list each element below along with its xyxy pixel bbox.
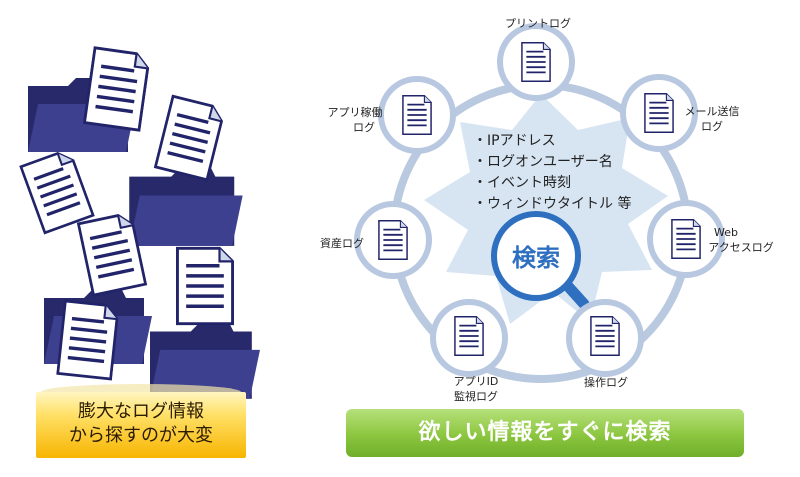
node-label: 操作ログ xyxy=(584,375,628,389)
magnifier-icon: 検索 xyxy=(491,211,590,310)
node-asset: 資産ログ xyxy=(320,201,432,279)
attribute-ip: ・IPアドレス xyxy=(473,133,556,149)
node-label: ログ xyxy=(701,119,723,133)
solution-banner-text: 欲しい情報をすぐに検索 xyxy=(418,420,672,445)
attribute-user: ・ログオンユーザー名 xyxy=(473,154,613,170)
document-icon xyxy=(671,219,701,259)
document-icon xyxy=(176,246,234,326)
attribute-time: ・イベント時刻 xyxy=(473,175,571,191)
node-mail: メール送信 ログ xyxy=(620,74,740,152)
node-operation: 操作ログ xyxy=(566,299,644,389)
node-label: Web xyxy=(714,226,738,239)
document-pile xyxy=(19,46,260,399)
node-appid: アプリID 監視ログ xyxy=(430,299,508,403)
document-icon xyxy=(82,46,152,132)
document-icon xyxy=(402,95,432,135)
solution-banner: 欲しい情報をすぐに検索 xyxy=(346,409,744,457)
node-web: Web アクセスログ xyxy=(647,200,774,278)
node-label: 資産ログ xyxy=(320,236,364,250)
folder-icon xyxy=(129,168,243,246)
document-icon xyxy=(19,147,95,235)
star-burst xyxy=(424,94,668,324)
attribute-list: ・IPアドレス ・ログオンユーザー名 ・イベント時刻 ・ウィンドウタイトル 等 xyxy=(473,133,631,212)
problem-caption-line1: 膨大なログ情報 xyxy=(78,401,204,422)
document-icon xyxy=(378,220,408,260)
document-icon xyxy=(590,316,620,356)
node-label: メール送信 xyxy=(685,104,740,118)
node-label: アプリ稼働 xyxy=(328,105,383,119)
document-icon xyxy=(521,42,551,82)
document-icon xyxy=(153,94,227,182)
attribute-window: ・ウィンドウタイトル 等 xyxy=(473,195,631,212)
node-label: ログ xyxy=(353,120,375,134)
document-icon xyxy=(454,316,484,356)
node-label: 監視ログ xyxy=(454,389,498,403)
node-label: アプリID xyxy=(454,375,499,388)
problem-caption: 膨大なログ情報 から探すのが大変 xyxy=(36,392,246,458)
node-appuse: アプリ稼働 ログ xyxy=(328,76,456,154)
node-label: プリントログ xyxy=(505,16,571,30)
document-icon xyxy=(644,93,674,133)
node-label: アクセスログ xyxy=(708,240,773,254)
problem-caption-line2: から探すのが大変 xyxy=(69,425,213,446)
document-icon xyxy=(55,299,121,381)
search-label: 検索 xyxy=(512,244,560,272)
node-print: プリントログ xyxy=(497,16,575,101)
